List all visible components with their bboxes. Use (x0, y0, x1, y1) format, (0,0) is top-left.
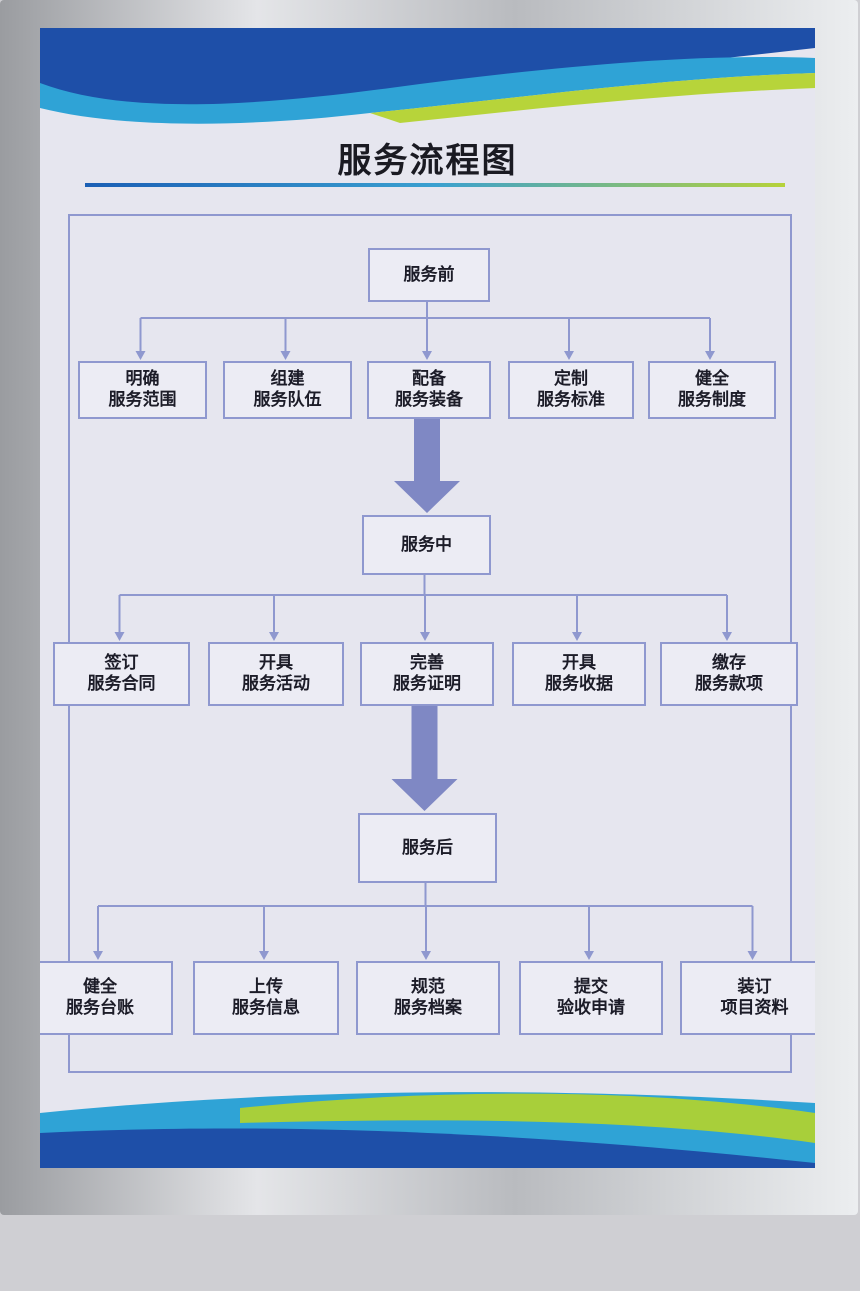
step-label-line-1: 健全 (83, 977, 117, 997)
step-label-line-2: 服务合同 (87, 674, 156, 694)
step-box: 开具服务收据 (512, 642, 646, 706)
step-label-line-2: 服务制度 (678, 390, 746, 410)
arrowhead-icon (722, 632, 732, 641)
step-label-line-2: 服务装备 (395, 390, 463, 410)
arrowhead-icon (93, 951, 103, 960)
step-label-line-2: 项目资料 (720, 998, 789, 1018)
step-box: 签订服务合同 (53, 642, 190, 706)
step-label-line-1: 完善 (410, 653, 444, 673)
arrowhead-icon (269, 632, 279, 641)
step-label-line-1: 开具 (259, 653, 293, 673)
step-box: 上传服务信息 (193, 961, 339, 1035)
step-label-line-2: 服务款项 (695, 674, 763, 694)
arrowhead-icon (584, 951, 594, 960)
step-label-line-2: 服务标准 (537, 390, 605, 410)
step-label-line-2: 服务台账 (66, 998, 134, 1018)
step-label-line-2: 验收申请 (557, 998, 625, 1018)
step-box: 配备服务装备 (367, 361, 491, 419)
step-label-line-2: 服务队伍 (253, 390, 322, 410)
stage-label: 服务前 (403, 264, 455, 285)
step-label-line-1: 提交 (574, 977, 608, 997)
step-box: 完善服务证明 (360, 642, 494, 706)
step-label-line-2: 服务信息 (232, 998, 300, 1018)
step-label-line-2: 服务活动 (242, 674, 310, 694)
title-underline (85, 183, 785, 187)
poster: 服务流程图 服务前明确服务范围组建服务队伍配备服务装备定制服务标准健全服务制度服… (40, 28, 815, 1168)
step-label-line-1: 明确 (125, 369, 160, 389)
step-box: 规范服务档案 (356, 961, 500, 1035)
poster-title: 服务流程图 (337, 141, 518, 181)
down-arrow-icon (394, 417, 460, 513)
stage-box-2: 服务中 (362, 515, 491, 575)
arrowhead-icon (705, 351, 715, 360)
down-arrow-icon (391, 704, 458, 811)
step-label-line-2: 服务范围 (108, 390, 177, 410)
step-label-line-1: 健全 (695, 369, 729, 389)
step-label-line-1: 上传 (249, 977, 283, 997)
step-label-line-2: 服务证明 (393, 674, 461, 694)
step-label-line-2: 服务档案 (394, 998, 462, 1018)
stage-box-1: 服务前 (368, 248, 490, 302)
arrowhead-icon (422, 351, 432, 360)
step-box: 明确服务范围 (78, 361, 207, 419)
bottom-wave-decoration (40, 1092, 815, 1168)
top-wave-decoration (40, 28, 815, 124)
step-label-line-1: 组建 (270, 369, 305, 389)
stage-box-3: 服务后 (358, 813, 497, 883)
step-box: 定制服务标准 (508, 361, 634, 419)
step-box: 组建服务队伍 (223, 361, 352, 419)
stage-label: 服务中 (401, 534, 452, 555)
arrowhead-icon (135, 351, 146, 360)
step-label-line-2: 服务收据 (545, 674, 613, 694)
arrowhead-icon (280, 351, 291, 360)
step-label-line-1: 缴存 (712, 653, 746, 673)
step-label-line-1: 定制 (554, 369, 588, 389)
step-label-line-1: 开具 (562, 653, 596, 673)
step-label-line-1: 配备 (412, 369, 446, 389)
arrowhead-icon (747, 951, 758, 960)
step-box: 缴存服务款项 (660, 642, 798, 706)
step-box: 装订项目资料 (680, 961, 815, 1035)
step-label-line-1: 装订 (737, 977, 772, 997)
connector-lines (93, 298, 758, 960)
step-box: 提交验收申请 (519, 961, 663, 1035)
arrowhead-icon (421, 951, 431, 960)
step-box: 健全服务制度 (648, 361, 776, 419)
step-label-line-1: 规范 (411, 977, 445, 997)
arrowhead-icon (259, 951, 269, 960)
stage-label: 服务后 (402, 837, 453, 858)
step-box: 开具服务活动 (208, 642, 344, 706)
step-box: 健全服务台账 (40, 961, 173, 1035)
arrowhead-icon (420, 632, 430, 641)
arrowhead-icon (114, 632, 125, 641)
arrowhead-icon (564, 351, 574, 360)
arrowhead-icon (572, 632, 582, 641)
step-label-line-1: 签订 (104, 653, 139, 673)
